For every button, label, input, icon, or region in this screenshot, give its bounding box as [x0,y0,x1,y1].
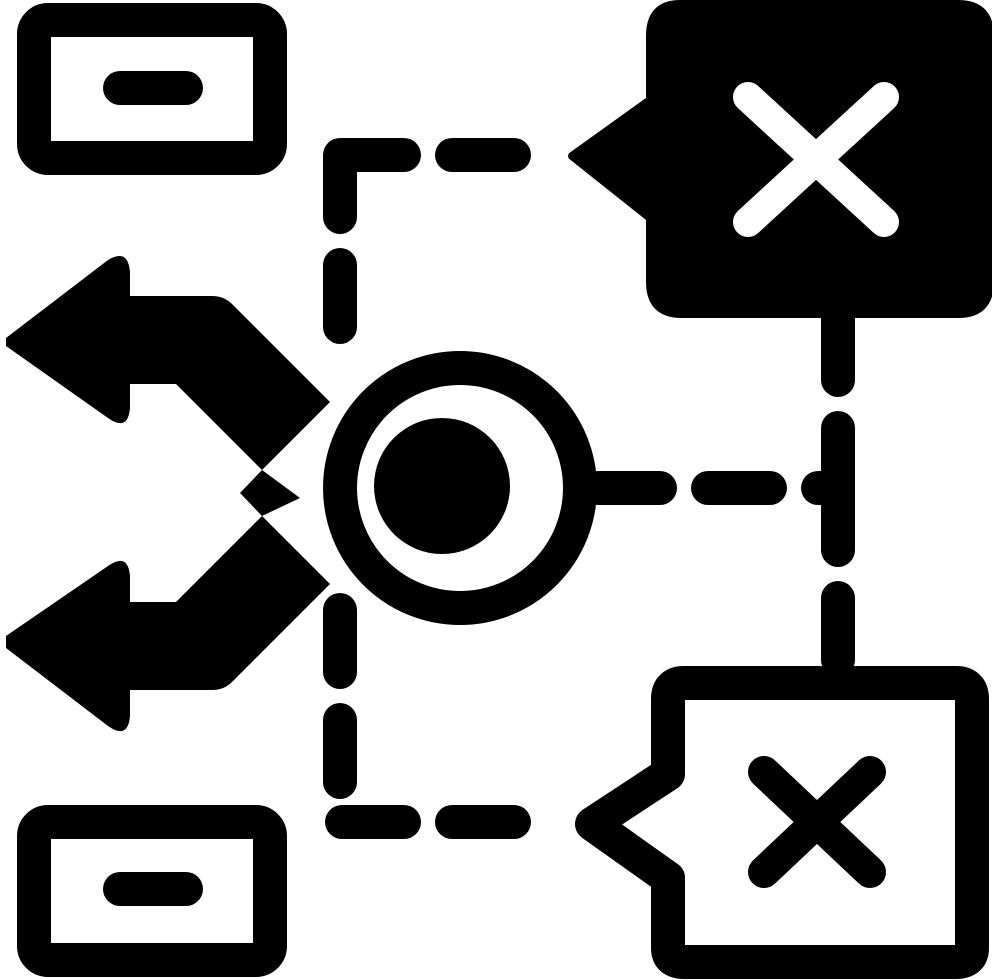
upper-arrow-icon [6,256,330,470]
center-node-dot [374,418,510,554]
dashed-connectors [323,138,855,839]
arrow-junction [240,470,300,516]
bottom-right-close-icon [748,756,886,888]
lower-arrow-icon [6,516,330,732]
icon-group [6,0,992,979]
bottom-right-bubble [575,666,989,979]
split-arrows [6,256,330,732]
top-right-close-icon [733,82,899,237]
top-right-bubble [568,0,992,318]
